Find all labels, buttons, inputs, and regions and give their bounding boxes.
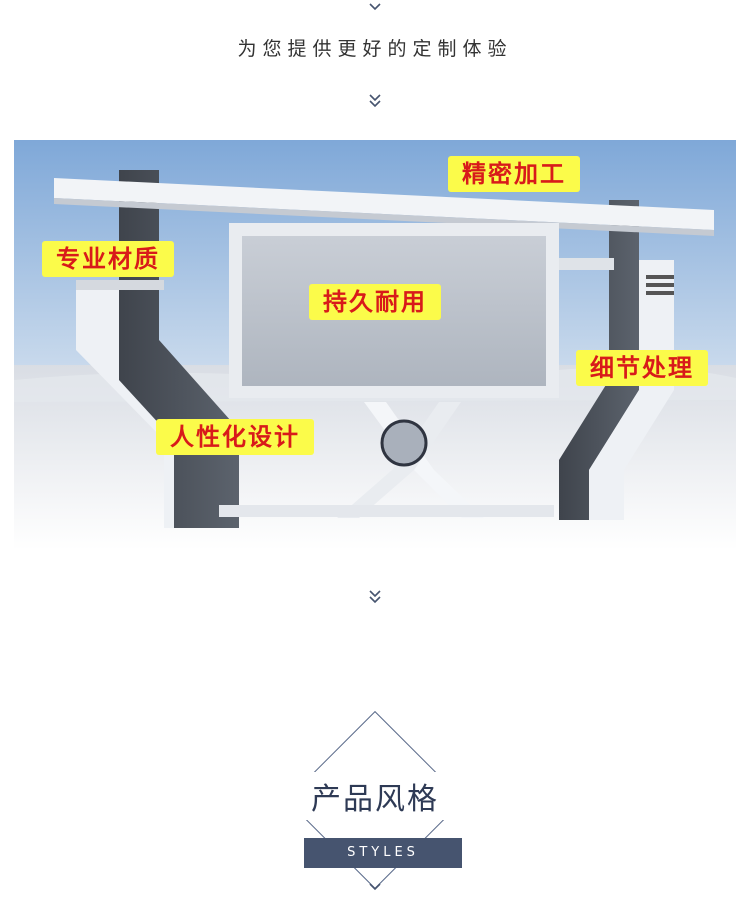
label-durable: 持久耐用	[309, 284, 441, 320]
label-humanized: 人性化设计	[156, 419, 314, 455]
billboard-illustration	[14, 140, 736, 550]
section-title: 产品风格	[285, 772, 465, 820]
chevron-down-icon	[369, 3, 381, 11]
styles-badge: STYLES	[304, 838, 462, 868]
label-detail: 细节处理	[576, 350, 708, 386]
chevron-down-icon	[369, 590, 381, 604]
section-header: 产品风格	[285, 710, 465, 890]
label-precision: 精密加工	[448, 156, 580, 192]
tagline: 为您提供更好的定制体验	[237, 38, 513, 60]
chevron-down-icon	[369, 883, 381, 891]
chevron-down-icon	[369, 94, 381, 108]
label-material: 专业材质	[42, 241, 174, 277]
product-hero-image: 精密加工 专业材质 持久耐用 细节处理 人性化设计	[14, 140, 736, 550]
